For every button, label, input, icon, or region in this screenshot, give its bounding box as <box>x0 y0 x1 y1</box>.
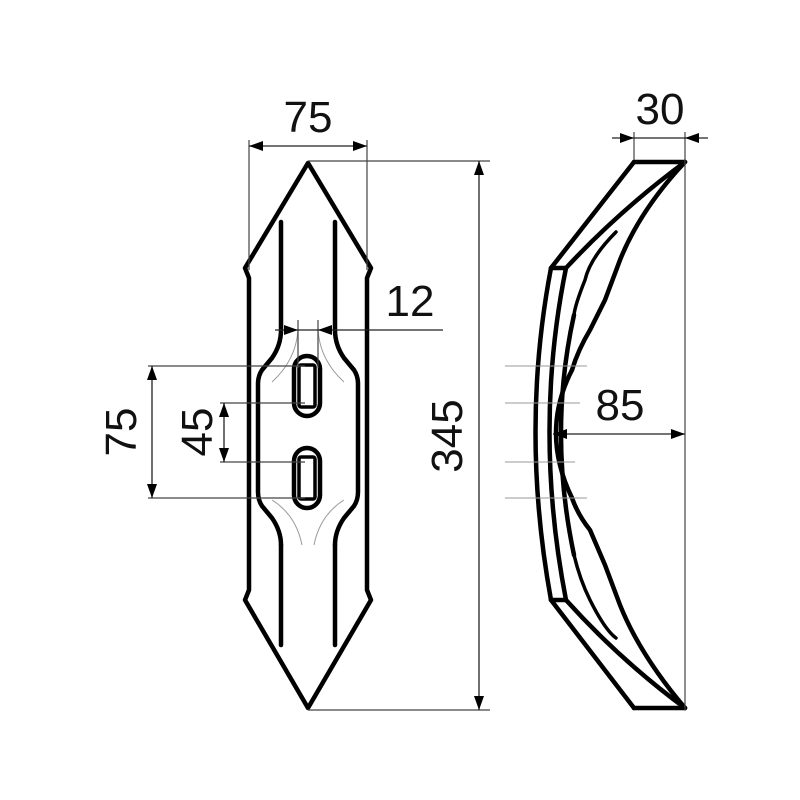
dim-label-overall-width: 75 <box>284 93 333 142</box>
dim-label-curvature-offset: 85 <box>596 381 645 430</box>
dim-label-slot-center-spacing: 45 <box>173 408 222 457</box>
blade-outline <box>242 160 374 711</box>
dim-label-overall-length: 345 <box>423 399 472 472</box>
side-view <box>505 159 688 711</box>
dim-slot-width: 12 <box>275 277 443 368</box>
dim-label-slot-width: 12 <box>386 277 435 326</box>
outer-edge-upper <box>548 159 637 271</box>
front-view <box>242 160 374 711</box>
dim-overall-width: 75 <box>248 93 368 270</box>
inner-arc-ext <box>569 495 688 711</box>
second-arc <box>547 265 569 603</box>
dim-curvature-offset: 85 <box>553 381 685 439</box>
dim-thickness-depth: 30 <box>612 85 708 710</box>
lower-slot-inner <box>297 455 317 501</box>
hidden-curve <box>313 499 345 546</box>
upper-slot-inner <box>297 363 317 409</box>
left-groove-upper <box>255 219 284 548</box>
outer-edge-lower <box>548 597 637 711</box>
dim-label-thickness-depth: 30 <box>636 85 685 134</box>
upper-slot <box>291 353 323 419</box>
hidden-curve <box>271 499 303 546</box>
dim-overall-length: 345 <box>308 160 490 711</box>
dim-slot-center-spacing: 45 <box>173 402 305 463</box>
lower-slot <box>291 445 323 511</box>
outer-arc <box>533 265 554 603</box>
right-groove-upper <box>332 219 361 548</box>
dim-slot-outer-span: 75 <box>97 365 305 499</box>
dim-label-slot-outer-span: 75 <box>97 408 146 457</box>
